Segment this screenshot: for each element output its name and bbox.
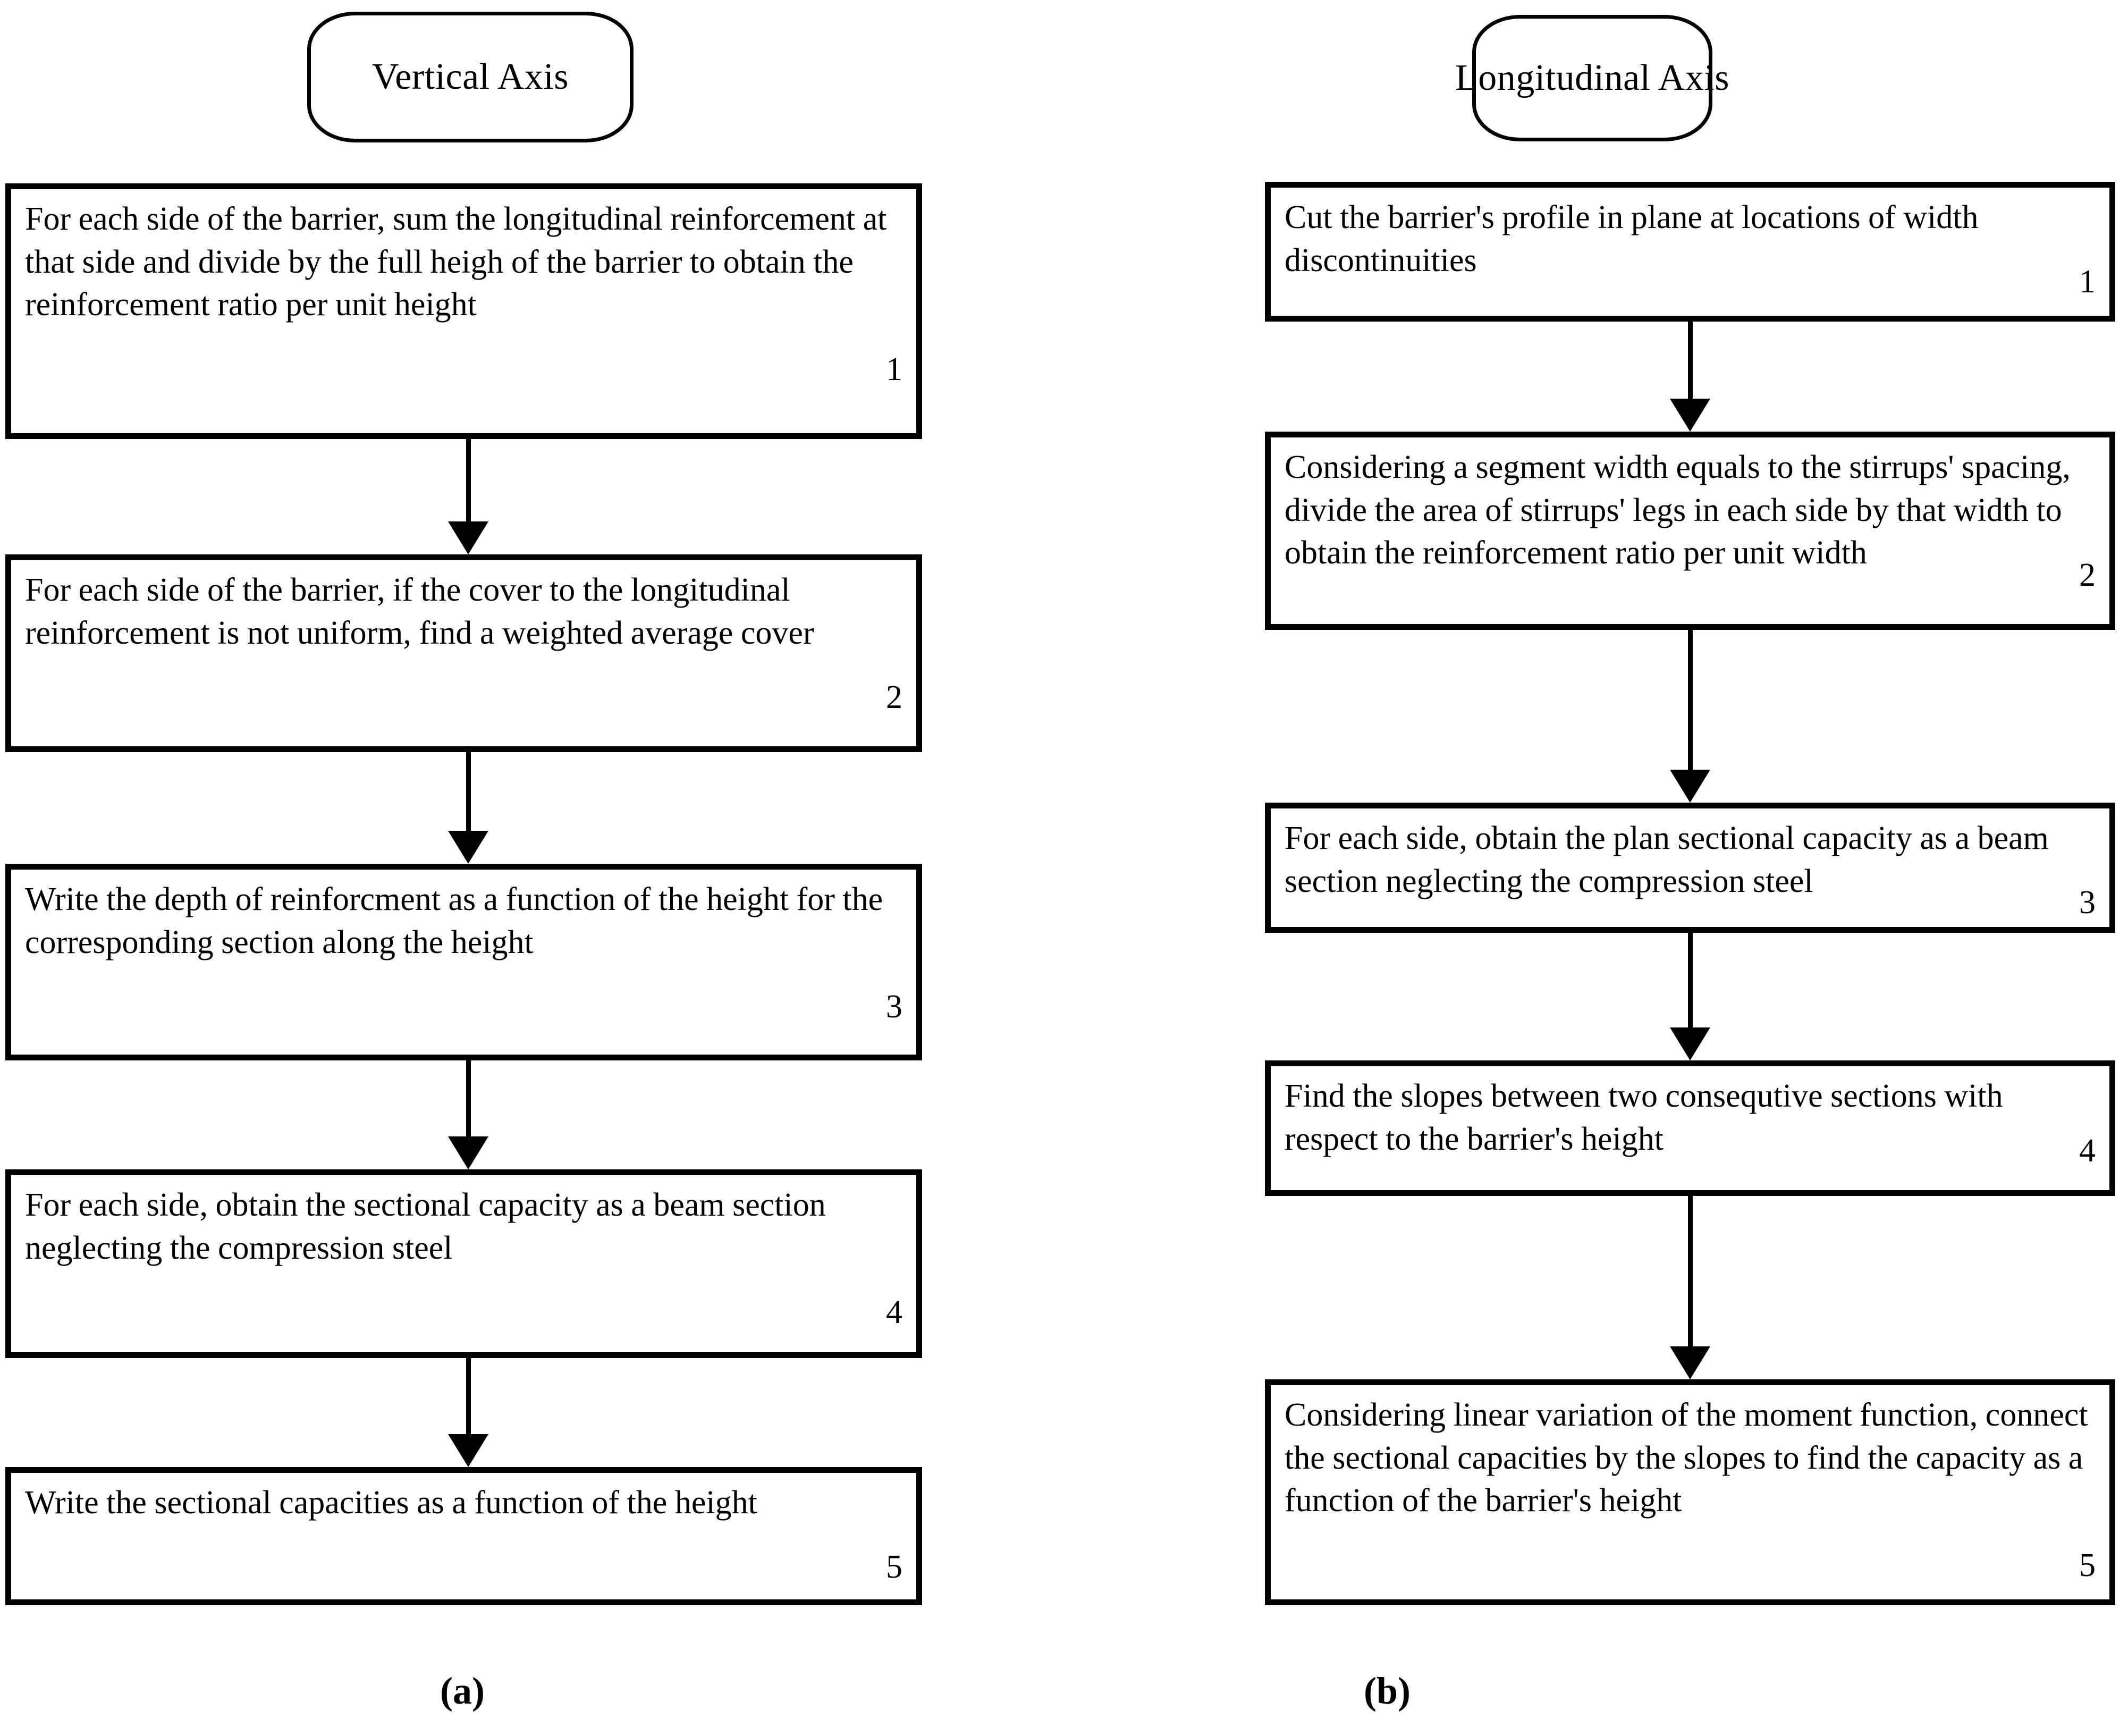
panel-a-step-5-text: Write the sectional capacities as a func… xyxy=(25,1485,757,1521)
panel-b-step-2-number: 2 xyxy=(2079,557,2096,593)
panel-a-step-1: For each side of the barrier, sum the lo… xyxy=(5,183,922,439)
panel-b-step-1-number: 1 xyxy=(2079,264,2096,300)
panel-b-header-label: Longitudinal Axis xyxy=(1455,57,1729,98)
panel-a-step-5-number: 5 xyxy=(886,1549,902,1585)
panel-a-step-4-number: 4 xyxy=(886,1294,902,1330)
panel-a-step-3: Write the depth of reinforcment as a fun… xyxy=(5,864,922,1060)
panel-b-step-5-number: 5 xyxy=(2079,1547,2096,1583)
panel-b-step-2-text: Considering a segment width equals to th… xyxy=(1285,449,2071,571)
panel-a-step-1-text: For each side of the barrier, sum the lo… xyxy=(25,201,887,323)
panel-b-step-3-number: 3 xyxy=(2079,884,2096,921)
panel-b-step-1-text: Cut the barrier's profile in plane at lo… xyxy=(1285,199,1979,279)
panel-b-step-4-number: 4 xyxy=(2079,1133,2096,1169)
panel-b-step-1: Cut the barrier's profile in plane at lo… xyxy=(1265,182,2115,322)
panel-a-step-5: Write the sectional capacities as a func… xyxy=(5,1467,922,1605)
panel-b-step-5-text: Considering linear variation of the mome… xyxy=(1285,1397,2088,1519)
panel-b-step-3: For each side, obtain the plan sectional… xyxy=(1265,803,2115,933)
panel-a-step-3-number: 3 xyxy=(886,989,902,1025)
panel-a-caption: (a) xyxy=(440,1670,485,1712)
panel-b-caption: (b) xyxy=(1364,1670,1411,1712)
panel-a-step-2: For each side of the barrier, if the cov… xyxy=(5,554,922,752)
panel-a-step-4: For each side, obtain the sectional capa… xyxy=(5,1169,922,1358)
panel-b-step-4-text: Find the slopes between two consequtive … xyxy=(1285,1078,2003,1157)
panel-b-step-4: Find the slopes between two consequtive … xyxy=(1265,1060,2115,1196)
panel-b-step-3-text: For each side, obtain the plan sectional… xyxy=(1285,820,2049,899)
panel-a-step-4-text: For each side, obtain the sectional capa… xyxy=(25,1187,826,1266)
panel-b-step-5: Considering linear variation of the mome… xyxy=(1265,1379,2115,1605)
panel-b-header-pill: Longitudinal Axis xyxy=(1455,15,1729,141)
panel-a-header-pill: Vertical Axis xyxy=(307,12,634,142)
panel-a-header-label: Vertical Axis xyxy=(371,56,569,97)
panel-a-step-1-number: 1 xyxy=(886,351,902,387)
panel-a-step-3-text: Write the depth of reinforcment as a fun… xyxy=(25,881,883,960)
panel-a-step-2-number: 2 xyxy=(886,679,902,715)
panel-b-step-2: Considering a segment width equals to th… xyxy=(1265,432,2115,630)
panel-a-step-2-text: For each side of the barrier, if the cov… xyxy=(25,572,814,651)
